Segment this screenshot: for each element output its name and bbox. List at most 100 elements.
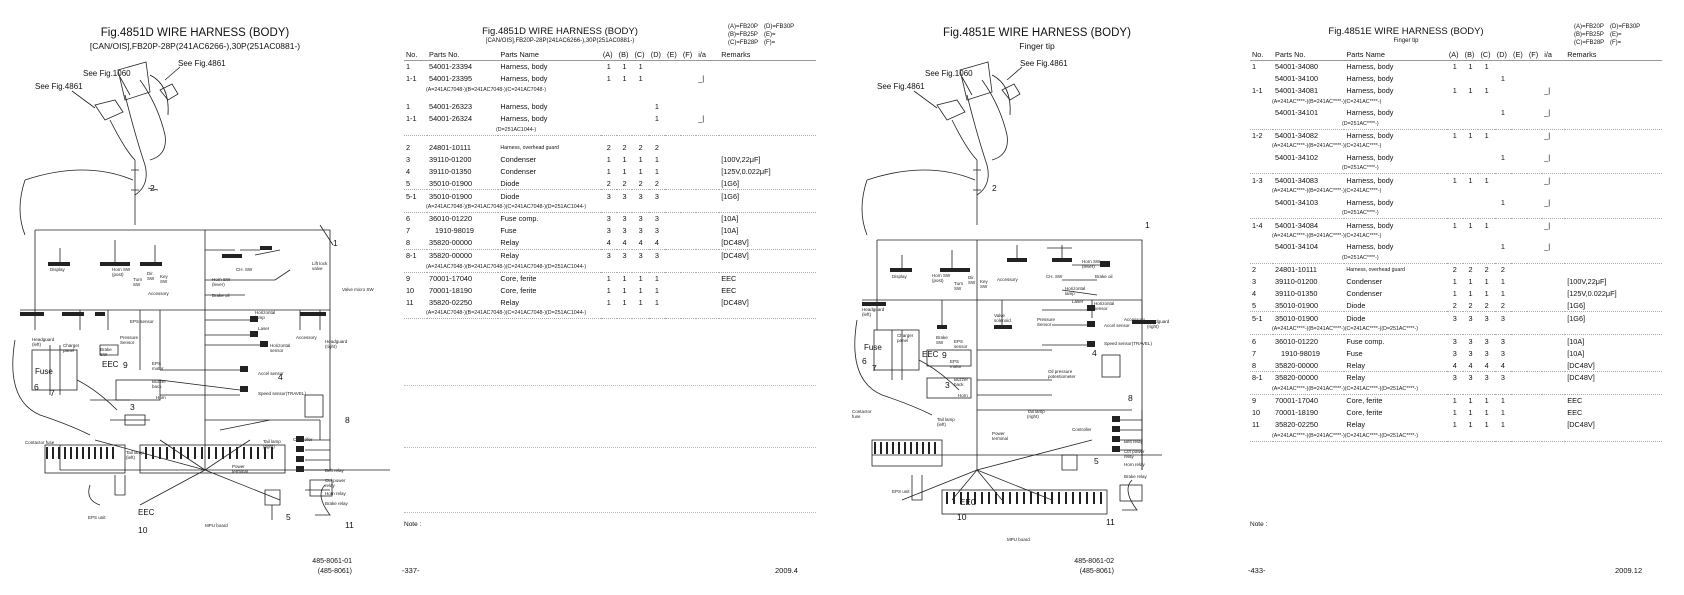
quantity: 1: [1484, 62, 1489, 72]
right-page-date: 2009.12: [1615, 566, 1643, 575]
left-label-buzzer-back: Buzzer back: [152, 379, 167, 389]
quantity: [681, 296, 696, 308]
quantity: [681, 284, 696, 296]
part-name: Harness, body: [1346, 108, 1394, 118]
quantity: 1: [654, 154, 659, 164]
column-header: (A): [600, 49, 617, 61]
quantity: [1511, 347, 1527, 359]
quantity: 1: [606, 154, 611, 164]
left-see-ref-1: See Fig.4861: [178, 59, 226, 68]
quantity: 3: [1468, 373, 1473, 383]
part-name: Diode: [500, 191, 520, 201]
part-name: Relay: [500, 251, 520, 261]
right-label-display: Display: [892, 274, 907, 279]
quantity: 3: [654, 214, 659, 224]
left-label-horn-sw-lever: Horn SW (lever): [212, 277, 231, 287]
quantity: 1: [1484, 86, 1489, 96]
quantity: 3: [1468, 348, 1473, 358]
parts-table-header: No.Parts No.Parts Name(A)(B)(C)(D)(E)(F)…: [1250, 49, 1662, 61]
left-label-headguard-left: Headguard (left): [32, 337, 55, 347]
right-item-4: 4: [1092, 348, 1097, 358]
part-number: 54001-23394: [429, 62, 473, 72]
remarks: [1565, 107, 1662, 119]
quantity: 3: [1484, 313, 1489, 323]
part-name: Harness, body: [500, 74, 548, 84]
quantity: [1527, 263, 1542, 275]
quantity: 3: [638, 214, 643, 224]
quantity: 1: [638, 297, 643, 307]
quantity: 3: [1500, 336, 1505, 346]
quantity: [1511, 73, 1527, 85]
quantity: [1511, 372, 1527, 384]
part-name: Core, ferite: [1346, 396, 1383, 406]
part-name: Harness, overhead guard: [1346, 266, 1405, 273]
left-parts-list-page: Fig.4851D WIRE HARNESS (BODY) [CAN/OIS],…: [400, 0, 816, 595]
serial-note: (A=241AC****-)(B=241AC****-)(C=241AC****…: [1272, 188, 1382, 195]
quantity: [1527, 372, 1542, 384]
quantity: [681, 272, 696, 284]
left-figure-title-block: Fig.4851D WIRE HARNESS (BODY) [CAN/OIS],…: [70, 27, 320, 51]
left-label-key-sw: Key SW: [160, 274, 168, 284]
quantity: 1: [1452, 408, 1457, 418]
quantity: 1: [622, 274, 627, 284]
quantity: 3: [1500, 373, 1505, 383]
part-number: 35820-00000: [427, 236, 499, 250]
quantity: 1: [622, 166, 627, 176]
quantity: [1478, 241, 1494, 253]
left-figure-ref-2: (485-8061): [317, 568, 352, 575]
serial-note-row: (A=241AC****-)(B=241AC****-)(C=241AC****…: [1250, 324, 1662, 336]
interchangeability: [1542, 407, 1565, 419]
quantity: [1527, 276, 1542, 288]
right-item-1: 1: [1145, 220, 1150, 230]
quantity: [665, 225, 681, 237]
item-number: 11: [1252, 420, 1260, 430]
quantity: 1: [606, 166, 611, 176]
quantity: 1: [1452, 175, 1457, 185]
serial-note-row: (A=241AC7048-)(B=241AC7048-)(C=241AC7048…: [404, 202, 816, 213]
item-number: 6: [1252, 336, 1257, 346]
interchangeability: _|: [1544, 175, 1551, 185]
right-figure-title-block: Fig.4851E WIRE HARNESS (BODY) Finger tip: [912, 27, 1162, 51]
quantity: 1: [654, 285, 659, 295]
left-item-3: 3: [130, 402, 135, 412]
left-label-eec-10: EEC: [138, 508, 155, 517]
interchangeability: [696, 101, 719, 113]
part-number: 54001-34103: [1275, 197, 1319, 207]
left-label-brake-oil: Brake oil: [212, 293, 230, 298]
right-label-brake-relay: Brake relay: [1124, 474, 1147, 479]
quantity: 1: [1452, 62, 1457, 72]
remarks: [10A]: [721, 226, 739, 236]
quantity: [665, 142, 681, 154]
quantity: 3: [622, 191, 627, 201]
right-label-eps-motor: EPS motor: [950, 359, 962, 369]
quantity: [1527, 107, 1542, 119]
item-number: 1-4: [1252, 220, 1263, 230]
item-number: 9: [406, 274, 411, 284]
quantity: [680, 236, 697, 250]
part-number: 54001-34081: [1275, 86, 1319, 96]
left-item-8: 8: [345, 415, 350, 425]
quantity: 1: [654, 166, 659, 176]
left-list-legend: (A)=FB20P(D)=FB30P (B)=FB25P(E)= (C)=FB2…: [728, 23, 800, 47]
remarks: [DC48V]: [1565, 359, 1662, 373]
legend-b: (B)=FB25P: [728, 32, 758, 38]
left-label-eps-sensor: EPS sensor: [130, 319, 154, 324]
quantity: 1: [1500, 108, 1505, 118]
interchangeability: [696, 165, 719, 177]
right-label-horn-sw-lever: Horn SW (lever): [1082, 259, 1101, 269]
quantity: [1527, 85, 1542, 97]
quantity: [1526, 299, 1543, 313]
quantity: 3: [1468, 313, 1473, 323]
legend-a: (A)=FB20P: [728, 24, 758, 30]
item-number: [1250, 151, 1273, 163]
part-name: Fuse comp.: [1346, 336, 1385, 346]
right-label-headguard-right: Headguard (right): [1147, 319, 1170, 329]
interchangeability: [696, 142, 719, 154]
right-label-key-sw: Key SW: [980, 279, 988, 289]
quantity: [1511, 359, 1527, 373]
left-label-brake-sw: Brake SW: [100, 347, 112, 357]
